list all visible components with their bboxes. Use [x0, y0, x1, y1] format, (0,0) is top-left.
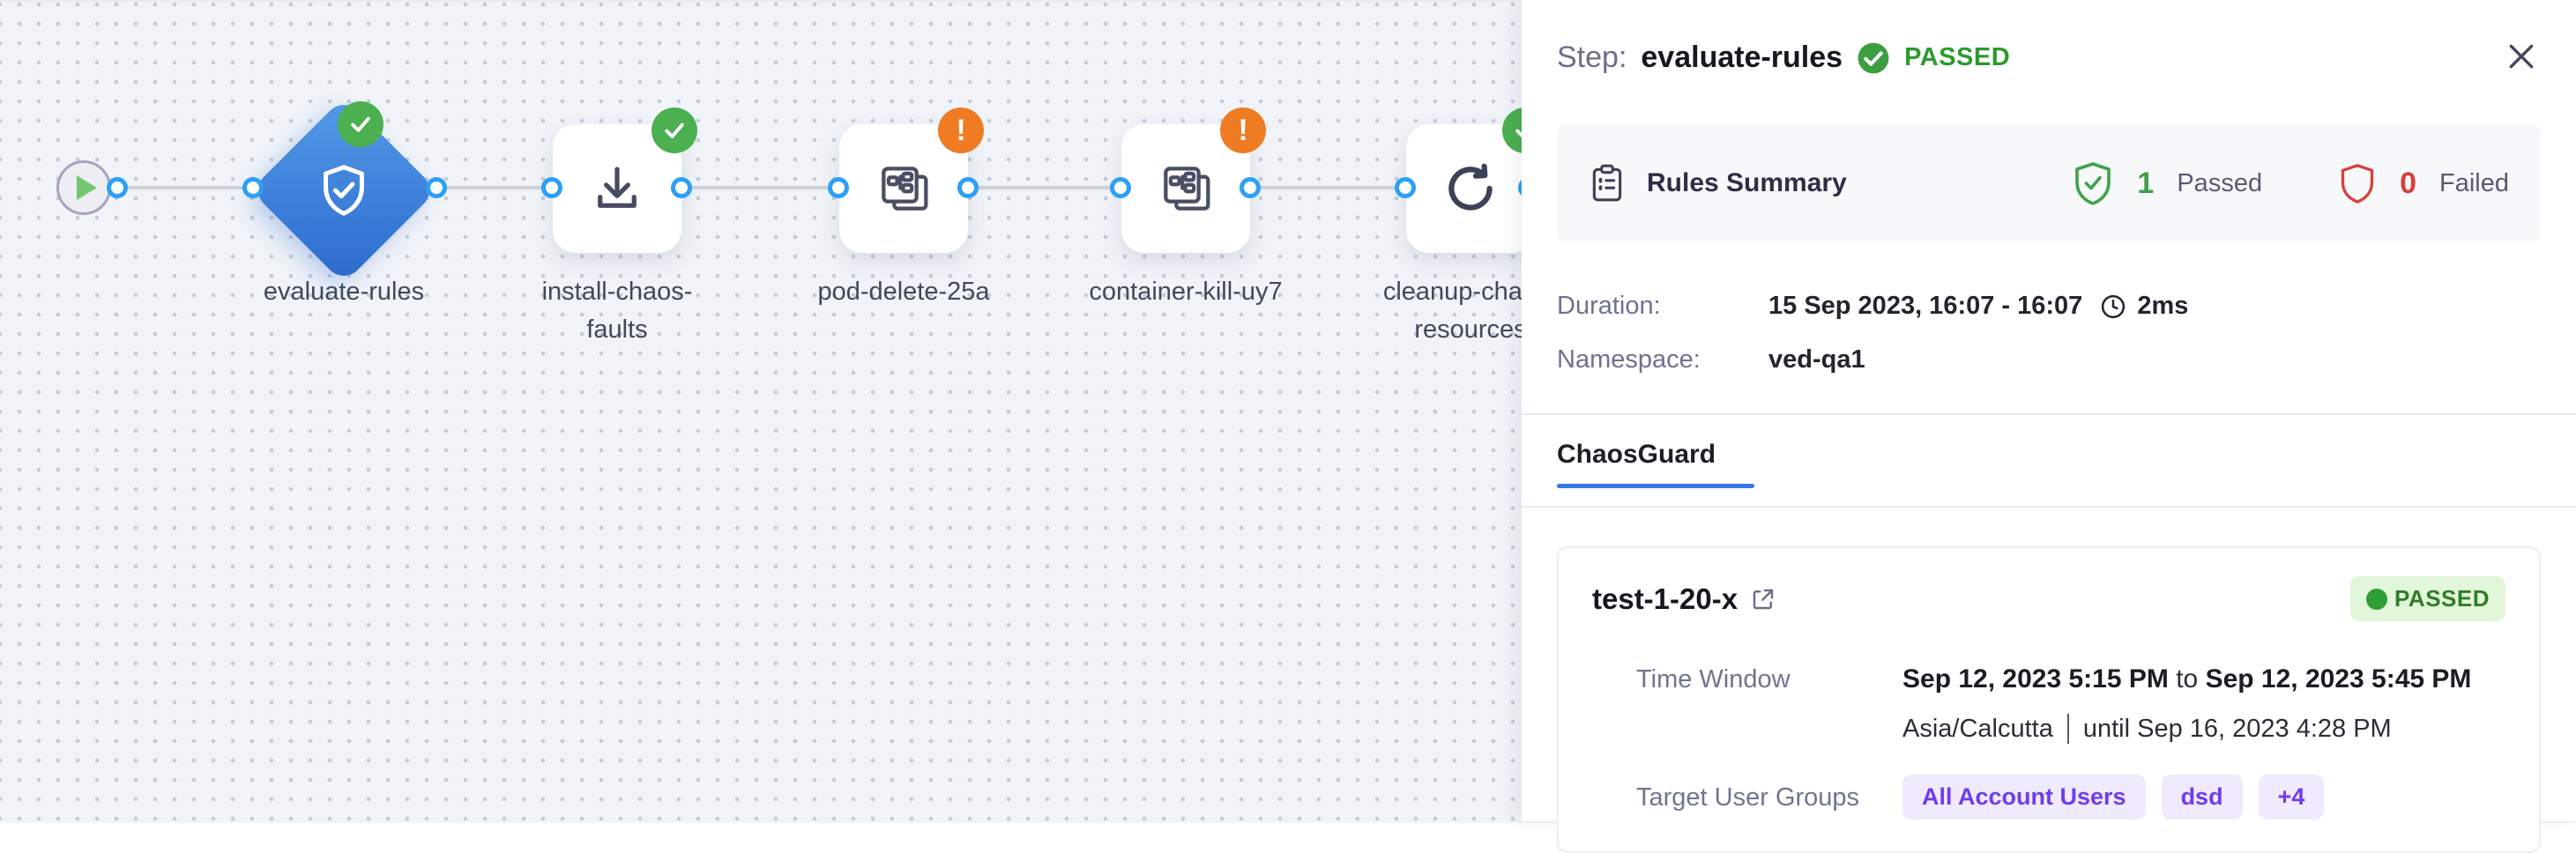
failed-label: Failed — [2439, 168, 2509, 197]
namespace-value: ved-qa1 — [1768, 345, 1865, 374]
external-link-icon[interactable] — [1750, 586, 1776, 612]
node-pod-delete-25a[interactable] — [839, 124, 968, 253]
connector-dot[interactable] — [107, 177, 128, 198]
connector-dot[interactable] — [1395, 177, 1416, 198]
passed-count: 1 — [2137, 166, 2155, 200]
node-evaluate-rules[interactable] — [249, 96, 438, 285]
section-divider — [1522, 413, 2576, 415]
green-dot-icon — [2366, 588, 2387, 610]
connector-dot[interactable] — [828, 177, 849, 198]
rules-summary-title: Rules Summary — [1647, 168, 1847, 197]
duration-row: Duration: 15 Sep 2023, 16:07 - 16:07 2ms — [1557, 292, 2541, 321]
chaos-fault-icon — [882, 167, 928, 211]
pipeline-start-node[interactable] — [56, 160, 111, 215]
clock-icon — [2100, 293, 2126, 320]
guard-name: test-1-20-x — [1592, 582, 1738, 615]
time-window-label: Time Window — [1636, 665, 1791, 694]
user-group-pill[interactable]: +4 — [2258, 775, 2325, 820]
step-details-panel: Step: evaluate-rules PASSED Rules Summar… — [1522, 0, 2576, 853]
download-icon — [598, 167, 637, 208]
refresh-icon — [1448, 163, 1493, 211]
step-name: evaluate-rules — [1641, 41, 1843, 74]
duration-label: Duration: — [1557, 292, 1661, 320]
node-label: pod-delete-25a — [817, 278, 990, 306]
namespace-label: Namespace: — [1557, 345, 1701, 374]
node-label: install-chaos-faults — [541, 278, 693, 344]
timezone-value: Asia/Calcutta until Sep 16, 2023 4:28 PM — [1902, 714, 2392, 744]
status-badge-warning-icon: ! — [1220, 108, 1266, 153]
shield-check-icon — [278, 124, 410, 256]
clipboard-icon — [1589, 163, 1626, 204]
chaosguard-result-card: test-1-20-x PASSED Time Window Sep 12, 2… — [1557, 546, 2541, 853]
tab-bar: ChaosGuard — [1522, 415, 2576, 508]
namespace-row: Namespace: ved-qa1 — [1557, 345, 2541, 375]
time-window-row: Time Window Sep 12, 2023 5:15 PM to Sep … — [1592, 660, 2505, 748]
shield-passed-icon — [2072, 160, 2114, 206]
connector-dot[interactable] — [671, 177, 692, 198]
close-icon[interactable] — [2504, 39, 2539, 74]
active-tab-indicator — [1557, 484, 1754, 488]
connector-dot[interactable] — [541, 177, 562, 198]
rules-summary-card: Rules Summary 1 Passed 0 Failed — [1557, 124, 2541, 242]
play-icon — [77, 175, 97, 200]
step-status-badge: PASSED — [1904, 43, 2011, 71]
guard-status-badge: PASSED — [2350, 576, 2505, 621]
duration-value: 15 Sep 2023, 16:07 - 16:07 — [1768, 292, 2083, 320]
user-group-pill[interactable]: dsd — [2161, 775, 2243, 820]
status-badge-success-icon — [651, 108, 697, 153]
node-label: container-kill-uy7 — [1089, 278, 1283, 306]
time-window-value: Sep 12, 2023 5:15 PM to Sep 12, 2023 5:4… — [1902, 664, 2472, 694]
status-badge-warning-icon: ! — [938, 108, 984, 153]
failed-count: 0 — [2400, 166, 2416, 200]
chaos-fault-icon — [1164, 167, 1210, 211]
pipeline-edge — [117, 186, 1530, 189]
connector-dot[interactable] — [426, 177, 447, 198]
step-prefix-label: Step: — [1557, 41, 1627, 74]
node-label: evaluate-rules — [263, 278, 425, 306]
passed-check-icon — [1857, 41, 1890, 75]
connector-dot[interactable] — [242, 177, 264, 198]
passed-label: Passed — [2177, 168, 2263, 197]
duration-time: 2ms — [2137, 292, 2189, 320]
target-user-groups-row: Target User Groups All Account Users dsd… — [1592, 775, 2505, 820]
vertical-bar — [2066, 714, 2069, 744]
connector-dot[interactable] — [1110, 177, 1131, 198]
connector-dot[interactable] — [1240, 177, 1261, 198]
panel-header: Step: evaluate-rules PASSED — [1557, 41, 2541, 75]
tab-chaosguard[interactable]: ChaosGuard — [1557, 415, 1754, 506]
connector-dot[interactable] — [957, 177, 979, 198]
target-user-groups-label: Target User Groups — [1636, 783, 1860, 812]
shield-failed-icon — [2338, 161, 2377, 205]
status-badge-success-icon — [338, 101, 383, 147]
user-group-pill[interactable]: All Account Users — [1902, 775, 2146, 820]
